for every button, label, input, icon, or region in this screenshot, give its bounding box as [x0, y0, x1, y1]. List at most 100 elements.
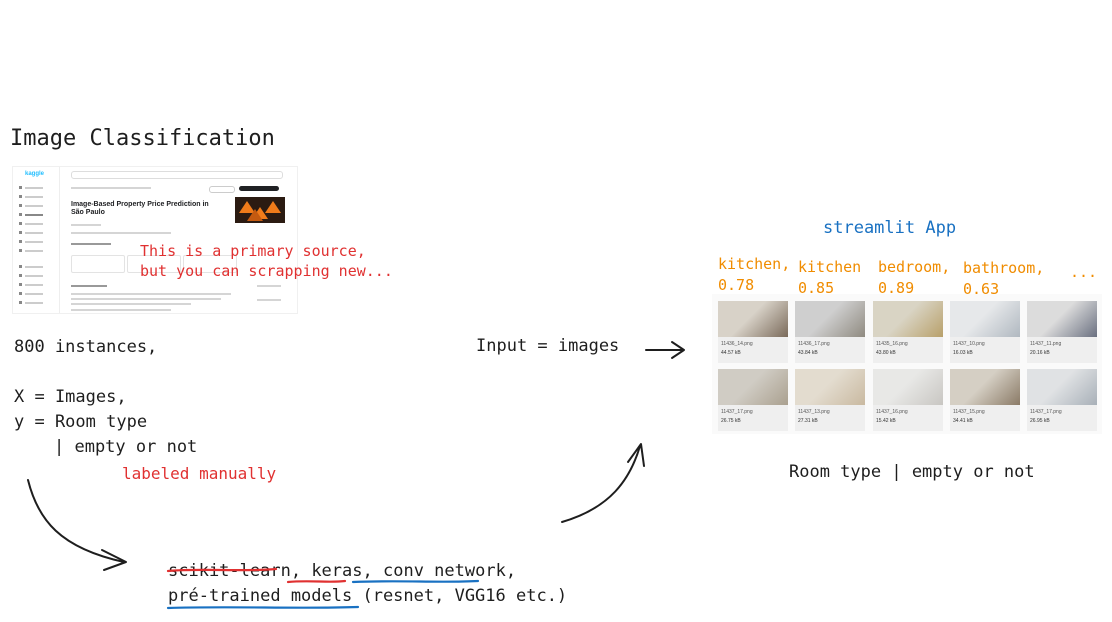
kaggle-nav-item [19, 185, 55, 190]
kaggle-card [71, 255, 125, 273]
labeled-manually-note: labeled manually [122, 464, 277, 483]
image-filename: 11437_11.png [1030, 341, 1062, 347]
prediction-class: bathroom, [963, 259, 1045, 277]
image-card[interactable]: 11435_16.png 43.80 kB [873, 301, 943, 363]
prediction-label-1: kitchen, 0.78 [718, 254, 790, 296]
image-card[interactable]: 11437_16.png 15.42 kB [873, 369, 943, 431]
kaggle-nav-item [19, 300, 55, 305]
kaggle-tabs[interactable] [71, 232, 171, 234]
kaggle-nav-item [19, 282, 55, 287]
pretrained-models-tool: pré-trained models [168, 586, 353, 606]
image-card[interactable]: 11437_15.png 34.41 kB [950, 369, 1020, 431]
prediction-label-3: bedroom, 0.89 [878, 257, 950, 299]
kaggle-about-text [71, 303, 191, 305]
scikit-learn-strikethrough [166, 567, 278, 573]
kaggle-nav-item [19, 273, 55, 278]
conv-network-underline [351, 579, 480, 584]
image-filename: 11435_16.png [876, 341, 908, 347]
y-definition-extra: | empty or not [54, 437, 198, 457]
curved-arrow-to-app [561, 445, 641, 523]
image-filesize: 16.03 kB [953, 350, 973, 356]
image-filename: 11436_17.png [798, 341, 830, 347]
kaggle-nav-item [19, 203, 55, 208]
prediction-class: bedroom, [878, 258, 951, 276]
room-photo [873, 369, 943, 405]
kaggle-nav-item [19, 230, 55, 235]
image-card[interactable]: 11436_17.png 43.84 kB [795, 301, 865, 363]
room-photo [1027, 369, 1097, 405]
kaggle-breadcrumb [71, 187, 151, 189]
kaggle-nav-item [19, 194, 55, 199]
kaggle-card [183, 255, 237, 273]
source-note-line1: This is a primary source, [140, 242, 366, 260]
keras-underline [286, 579, 347, 584]
keras-tool: keras [311, 561, 363, 581]
image-filename: 11437_10.png [953, 341, 985, 347]
y-definition: y = Room type [14, 412, 148, 432]
kaggle-search-bar[interactable] [71, 171, 283, 179]
kaggle-logo: kaggle [25, 171, 45, 177]
kaggle-about-heading [71, 285, 107, 287]
kaggle-about-text [71, 309, 171, 311]
kaggle-dataset-title: Image-Based Property Price Prediction in… [71, 201, 209, 216]
room-photo [950, 301, 1020, 337]
prediction-class: kitchen [798, 258, 862, 276]
pretrained-examples: (resnet, VGG16 etc.) [352, 586, 568, 606]
image-card[interactable]: 11437_17.png 26.95 kB [1027, 369, 1097, 431]
prediction-ellipsis: ... [1070, 263, 1098, 281]
kaggle-nav-item [19, 239, 55, 244]
kaggle-nav-item [19, 291, 55, 296]
kaggle-code-button[interactable] [209, 186, 235, 193]
kaggle-download-button[interactable] [239, 186, 279, 191]
curved-arrow-to-app-head [627, 443, 645, 467]
instances-note: 800 instances, [14, 337, 158, 357]
image-filesize: 43.84 kB [798, 350, 818, 356]
kaggle-usability [257, 285, 281, 287]
room-photo [795, 369, 865, 405]
page-title: Image Classification [10, 126, 275, 151]
streamlit-title: streamlit App [823, 218, 957, 238]
source-note-line2: but you can scrapping new... [140, 262, 393, 280]
prediction-score: 0.78 [718, 276, 755, 294]
image-card[interactable]: 11437_17.png 26.75 kB [718, 369, 788, 431]
image-filesize: 43.80 kB [876, 350, 896, 356]
curved-arrow-to-tools-head [101, 549, 127, 571]
prediction-score: 0.85 [798, 279, 835, 297]
input-note: Input = images [476, 336, 620, 356]
image-filesize: 15.42 kB [876, 418, 896, 424]
room-photo [718, 369, 788, 405]
image-filename: 11437_17.png [1030, 409, 1062, 415]
room-photo [795, 301, 865, 337]
conv-network-tool: conv network [382, 561, 506, 581]
kaggle-license [257, 299, 281, 301]
prediction-class: kitchen, [718, 255, 791, 273]
curved-arrow-to-tools [27, 479, 125, 563]
image-filename: 11437_16.png [876, 409, 908, 415]
kaggle-nav-item [19, 221, 55, 226]
kaggle-nav-item [19, 248, 55, 253]
x-definition: X = Images, [14, 387, 127, 407]
kaggle-nav-item [19, 212, 55, 217]
image-filesize: 34.41 kB [953, 418, 973, 424]
image-filesize: 26.95 kB [1030, 418, 1050, 424]
output-note: Room type | empty or not [789, 462, 1035, 482]
prediction-label-2: kitchen 0.85 [798, 257, 861, 299]
image-filesize: 26.75 kB [721, 418, 741, 424]
prediction-label-4: bathroom, 0.63 [963, 258, 1044, 300]
image-card[interactable]: 11437_10.png 16.03 kB [950, 301, 1020, 363]
prediction-score: 0.89 [878, 279, 915, 297]
kaggle-section-heading [71, 243, 111, 245]
image-filename: 11437_15.png [953, 409, 985, 415]
pretrained-underline [166, 605, 360, 610]
tools-line2: pré-trained models (resnet, VGG16 etc.) [168, 586, 567, 606]
image-filename: 11437_17.png [721, 409, 753, 415]
kaggle-about-text [71, 298, 221, 300]
room-photo [873, 301, 943, 337]
kaggle-card [127, 255, 181, 273]
kaggle-subtitle-line [71, 224, 101, 226]
room-photo [1027, 301, 1097, 337]
